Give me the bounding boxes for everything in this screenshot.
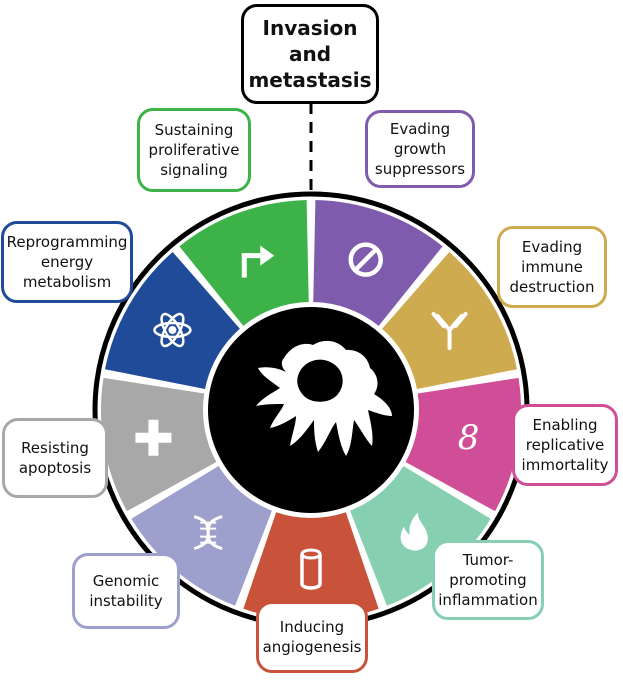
box-reprogramming-energy-metabolism: Reprogramming energy metabolism xyxy=(1,221,133,303)
antibody-icon xyxy=(431,312,468,350)
cross-icon xyxy=(135,419,172,456)
label-resisting-apoptosis: Resisting apoptosis xyxy=(18,438,92,477)
segment-evading-growth-suppressors xyxy=(313,200,443,326)
segment-reprogramming-energy-metabolism xyxy=(104,251,240,390)
atom-nucleus xyxy=(168,326,177,334)
box-evading-immune-destruction: Evading immune destruction xyxy=(497,226,607,308)
cross-shape xyxy=(135,419,172,456)
atom-icon xyxy=(153,312,192,348)
label-evading-growth-suppressors: Evading growth suppressors xyxy=(374,119,466,179)
atom-orbit xyxy=(153,321,192,339)
prohibition-bar xyxy=(354,248,378,272)
box-resisting-apoptosis: Resisting apoptosis xyxy=(2,418,108,498)
flame-shape xyxy=(400,512,428,551)
infinity-eight-icon: 8 xyxy=(458,418,480,458)
blood-vessel-icon xyxy=(300,548,322,590)
bent-arrow-icon xyxy=(241,245,275,278)
prohibition-sign-icon xyxy=(348,242,383,277)
segment-evading-immune-destruction xyxy=(382,251,518,390)
label-tumor-promoting-inflammation: Tumor- promoting inflammation xyxy=(438,550,538,610)
box-invasion-and-metastasis: Invasion and metastasis xyxy=(241,4,379,104)
box-tumor-promoting-inflammation: Tumor- promoting inflammation xyxy=(432,540,544,620)
segment-enabling-replicative-immortality xyxy=(405,377,521,512)
infinity-eight-glyph: 8 xyxy=(458,418,480,458)
vessel-opening xyxy=(300,548,322,560)
arrow-head xyxy=(260,245,275,266)
box-genomic-instability: Genomic instability xyxy=(72,553,180,629)
box-enabling-replicative-immortality: Enabling replicative immortality xyxy=(512,404,618,486)
label-evading-immune-destruction: Evading immune destruction xyxy=(509,237,595,297)
label-genomic-instability: Genomic instability xyxy=(89,571,163,610)
cancer-cell-nucleus xyxy=(297,359,343,402)
vessel-tube xyxy=(300,554,322,590)
dna-helix-icon xyxy=(193,515,223,551)
dna-strand-b xyxy=(193,515,223,551)
label-invasion-and-metastasis: Invasion and metastasis xyxy=(248,16,372,92)
arrow-stem xyxy=(241,253,265,278)
flame-icon xyxy=(400,512,428,551)
box-sustaining-proliferative-signaling: Sustaining proliferative signaling xyxy=(137,108,251,192)
cancer-cell-icon xyxy=(256,340,392,456)
label-inducing-angiogenesis: Inducing angiogenesis xyxy=(262,617,362,656)
center-disc xyxy=(208,307,414,513)
atom-orbit xyxy=(160,312,185,348)
label-sustaining-proliferative-signaling: Sustaining proliferative signaling xyxy=(148,120,240,180)
label-reprogramming-energy-metabolism: Reprogramming energy metabolism xyxy=(6,232,128,292)
antibody-shape xyxy=(431,312,468,350)
box-inducing-angiogenesis: Inducing angiogenesis xyxy=(256,601,368,673)
prohibition-ring xyxy=(348,242,383,277)
atom-orbit xyxy=(160,312,185,348)
segment-inducing-angiogenesis xyxy=(243,512,379,620)
label-enabling-replicative-immortality: Enabling replicative immortality xyxy=(521,415,609,475)
hallmark-segments: 8 xyxy=(100,200,521,620)
box-evading-growth-suppressors: Evading growth suppressors xyxy=(365,110,475,188)
segment-resisting-apoptosis xyxy=(100,377,217,512)
